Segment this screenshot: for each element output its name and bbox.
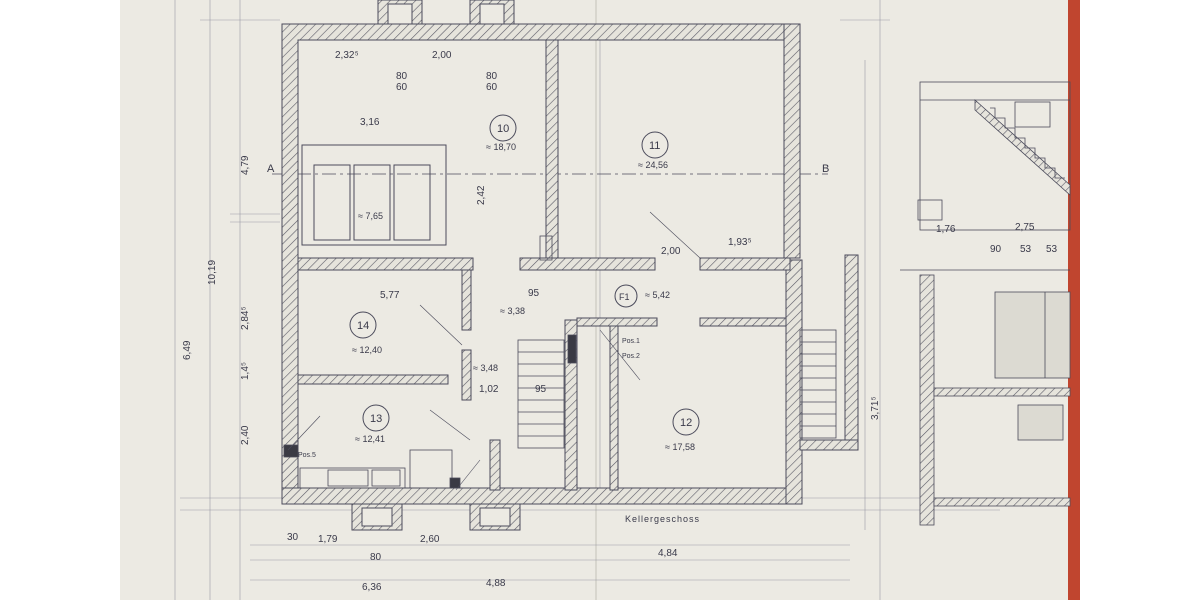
- dim-right-5: 53: [1020, 244, 1032, 255]
- dim-right-3: 1,76: [936, 224, 956, 235]
- dim-top-3: 3,16: [360, 117, 380, 128]
- dim-right-4: 90: [990, 244, 1002, 255]
- dim-mid-2: 2,42: [476, 185, 487, 205]
- window-frames: [301, 144, 447, 246]
- dim-left-3: 6,49: [182, 340, 193, 360]
- stairs: [517, 329, 837, 449]
- dim-mid-4: 95: [528, 288, 540, 299]
- dim-right-2: 2,75: [1015, 222, 1035, 233]
- room-number-13: 13: [370, 413, 382, 425]
- interior-walls: [297, 39, 791, 491]
- dim-mid-6: 1,93⁵: [728, 237, 752, 248]
- room-number-12: 12: [680, 417, 692, 429]
- dim-mid-5: 95: [535, 384, 547, 395]
- dim-mid-3: 1,02: [479, 384, 499, 395]
- paper-edge-strip: [1068, 0, 1080, 600]
- stair-label-1: Pos.1: [622, 338, 640, 345]
- dim-bottom-3: 6,36: [362, 582, 382, 593]
- dim-right-6: 53: [1046, 244, 1058, 255]
- dim-top-5: 60: [396, 82, 408, 93]
- room-markers: [349, 114, 700, 436]
- dim-left-1: 4,79: [240, 155, 251, 175]
- light-wells: [351, 503, 521, 531]
- dim-top-6: 80: [486, 71, 498, 82]
- dim-bottom-5: 4,84: [658, 548, 678, 559]
- dim-top-4: 80: [396, 71, 408, 82]
- room-area-10: ≈ 18,70: [486, 142, 516, 152]
- dim-mid-7: 2,00: [661, 246, 681, 257]
- hall-area: ≈ 3,38: [500, 306, 525, 316]
- exterior-walls: [281, 23, 859, 505]
- room-number-11: 11: [649, 140, 660, 152]
- kitchen-fixtures: [283, 235, 577, 489]
- section-mark-a: A: [267, 163, 275, 175]
- room-area-13: ≈ 12,41: [355, 434, 385, 444]
- dim-top-1: 2,32⁵: [335, 50, 359, 61]
- room-area-14: ≈ 12,40: [352, 345, 382, 355]
- dim-left-5: 2,40: [240, 425, 251, 445]
- dim-left-6: 1,4⁵: [240, 362, 251, 380]
- room-number-10: 10: [497, 123, 509, 135]
- dim-top-7: 60: [486, 82, 498, 93]
- section-mark-b: B: [822, 163, 829, 175]
- dim-bottom-4: 4,88: [486, 578, 506, 589]
- door-swings: [287, 211, 701, 491]
- room-number-f1: F1: [619, 292, 630, 302]
- room-area-f1: ≈ 5,42: [645, 290, 670, 300]
- window-area: ≈ 7,65: [358, 211, 383, 221]
- dim-bottom-6: 30: [287, 532, 299, 543]
- dim-mid-1: 5,77: [380, 290, 400, 301]
- room-area-12: ≈ 17,58: [665, 442, 695, 452]
- dim-top-2: 2,00: [432, 50, 452, 61]
- dim-left-2: 10,19: [207, 260, 218, 285]
- dim-bottom-1: 1,79: [318, 534, 338, 545]
- dim-right-1: 3,71⁵: [870, 396, 881, 420]
- dim-left-4: 2,84⁵: [240, 306, 251, 330]
- dim-bottom-7: 80: [370, 552, 382, 563]
- section-view: [900, 81, 1071, 526]
- stair-label-2: Pos.2: [622, 353, 640, 360]
- bath-area: ≈ 3,48: [473, 363, 498, 373]
- room-number-14: 14: [357, 320, 369, 332]
- bottom-note: Kellergeschoss: [625, 514, 700, 524]
- dim-bottom-2: 2,60: [420, 534, 440, 545]
- stair-label-5: Pos.5: [298, 452, 316, 459]
- room-area-11: ≈ 24,56: [638, 160, 668, 170]
